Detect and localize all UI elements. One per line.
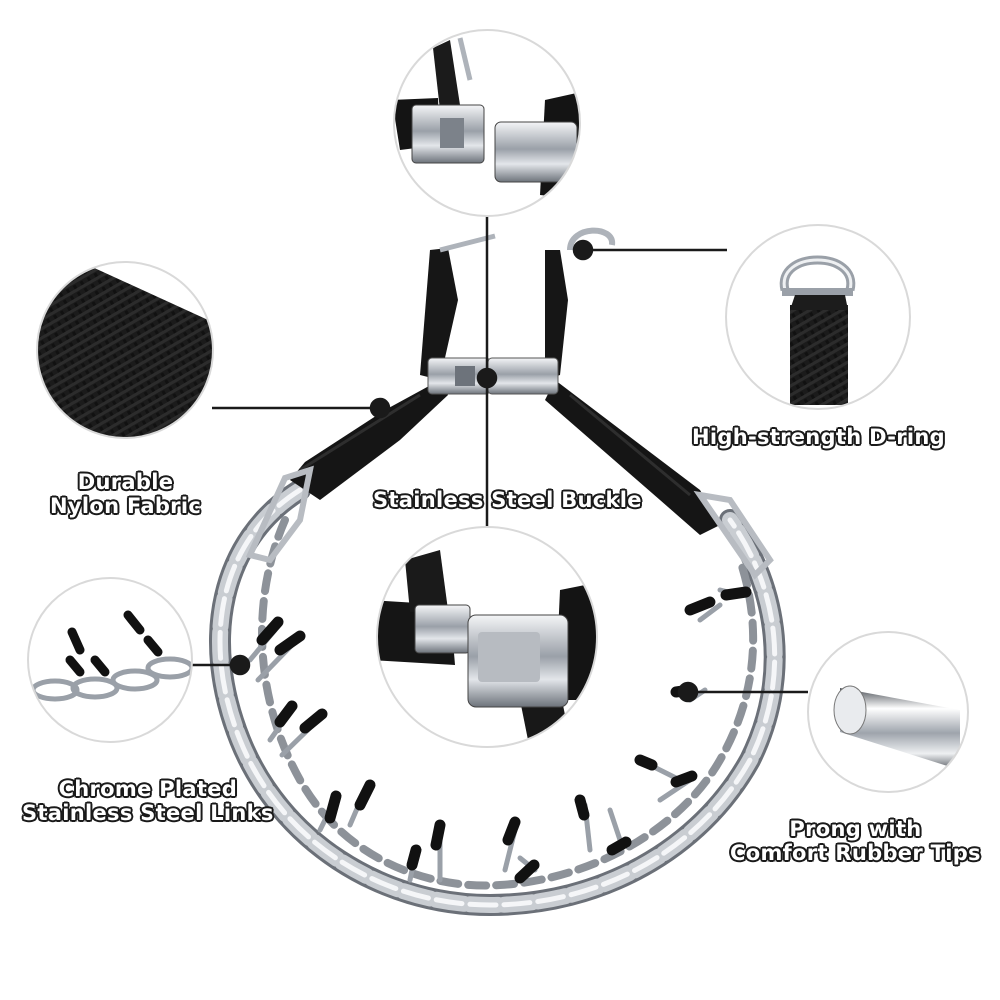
label-buckle: Stainless Steel Buckle xyxy=(373,488,642,512)
callout-lines xyxy=(192,215,808,703)
label-prong-line1: Prong with xyxy=(789,817,922,841)
buckle xyxy=(427,357,559,395)
label-prong-line2: Comfort Rubber Tips xyxy=(730,841,981,865)
label-links-line2: Stainless Steel Links xyxy=(22,801,274,825)
prong-collar xyxy=(209,227,786,917)
detail-d-ring xyxy=(725,224,911,410)
label-prong: Prong with Comfort Rubber Tips xyxy=(730,817,981,865)
detail-chain-links xyxy=(27,577,193,743)
label-nylon-line2: Nylon Fabric xyxy=(50,494,202,518)
d-ring xyxy=(567,227,615,251)
label-d-ring: High-strength D-ring xyxy=(692,425,945,449)
label-nylon-line1: Durable xyxy=(77,470,174,494)
nylon-strap xyxy=(290,248,720,535)
detail-buckle-top xyxy=(393,29,581,217)
label-links-line1: Chrome Plated xyxy=(58,777,238,801)
detail-prong-rod xyxy=(807,631,969,793)
detail-nylon xyxy=(36,261,214,439)
label-links: Chrome Plated Stainless Steel Links xyxy=(22,777,274,825)
chain-links xyxy=(209,479,786,917)
label-nylon: Durable Nylon Fabric xyxy=(50,470,201,518)
detail-buckle-center xyxy=(376,526,598,748)
prong-tips xyxy=(247,586,752,884)
